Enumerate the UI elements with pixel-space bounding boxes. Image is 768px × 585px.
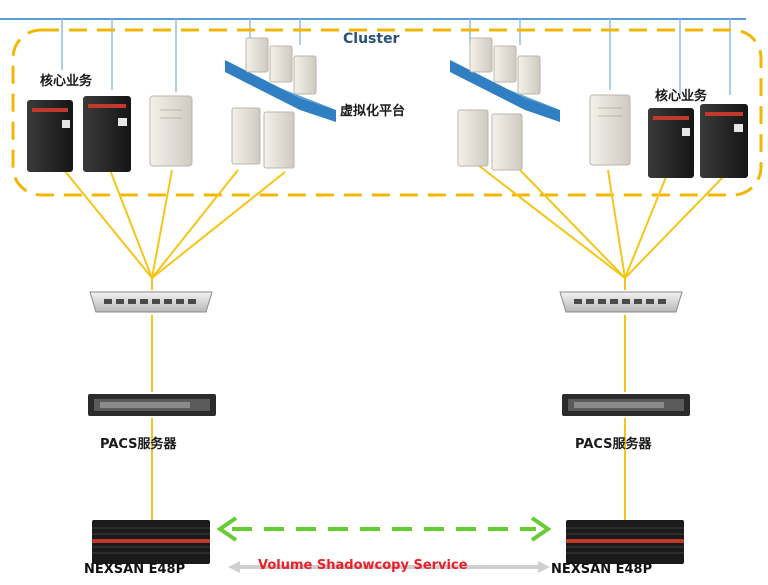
tower-server-left bbox=[149, 95, 193, 167]
core-business-label-right: 核心业务 bbox=[655, 89, 708, 104]
replication-label: Volume Shadowcopy Service bbox=[258, 558, 468, 573]
storage-label-right: NEXSAN E48P bbox=[551, 562, 653, 577]
pacs-server-right bbox=[562, 394, 690, 416]
virtualization-platform-left bbox=[225, 37, 336, 169]
core-server-right-1 bbox=[648, 108, 694, 178]
core-server-right-2 bbox=[700, 104, 748, 178]
virtualization-platform-right bbox=[450, 37, 560, 171]
core-server-left-2 bbox=[83, 96, 131, 172]
storage-label-left: NEXSAN E48P bbox=[84, 562, 186, 577]
fiber-links-right bbox=[477, 164, 726, 520]
nexsan-storage-left bbox=[92, 520, 210, 564]
fiber-links-left bbox=[59, 164, 286, 520]
pacs-server-left bbox=[88, 394, 216, 416]
nexsan-storage-right bbox=[566, 520, 684, 564]
cluster-boundary bbox=[11, 28, 763, 197]
fc-switch-left bbox=[89, 291, 213, 313]
vss-gray-arrow bbox=[228, 561, 550, 573]
virtualization-platform-label: 虚拟化平台 bbox=[340, 104, 406, 119]
pacs-server-label-right: PACS服务器 bbox=[575, 437, 652, 452]
replication-arrow bbox=[216, 516, 552, 542]
fc-switch-right bbox=[559, 291, 683, 313]
core-business-label-left: 核心业务 bbox=[40, 74, 93, 89]
cluster-label: Cluster bbox=[343, 31, 400, 47]
pacs-server-label-left: PACS服务器 bbox=[100, 437, 177, 452]
tower-server-right bbox=[589, 94, 631, 166]
core-server-left-1 bbox=[27, 100, 73, 172]
